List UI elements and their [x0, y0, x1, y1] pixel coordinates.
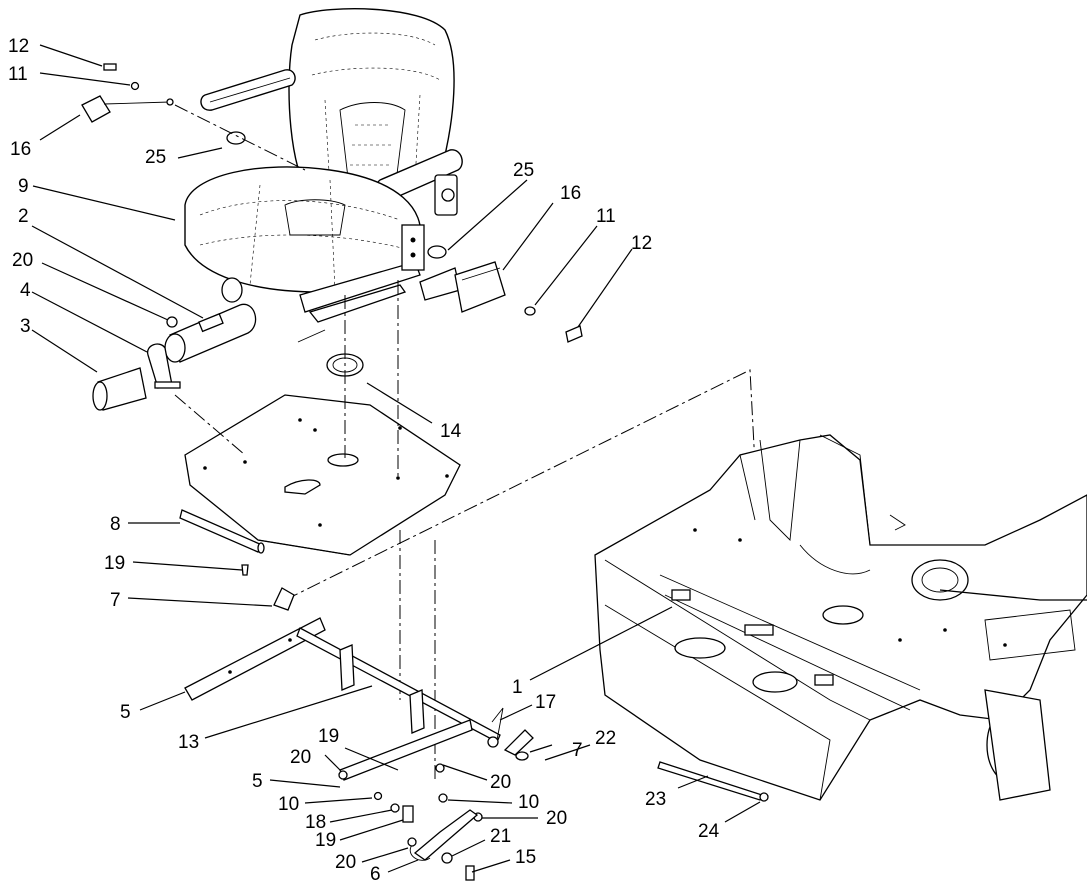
callout-19: 19 — [104, 553, 125, 574]
callout-7: 7 — [110, 590, 121, 611]
callout-21: 21 — [490, 826, 511, 847]
cup-holder-assembly — [92, 303, 257, 411]
callout-19: 19 — [318, 726, 339, 747]
callout-4: 4 — [20, 280, 31, 301]
callout-labels: 12 11 16 25 9 2 20 4 3 25 16 11 12 14 8 … — [8, 36, 720, 885]
seat — [184, 8, 463, 343]
callout-11: 11 — [8, 64, 28, 85]
callout-15: 15 — [515, 847, 536, 868]
callout-20: 20 — [335, 852, 356, 873]
callout-5: 5 — [120, 702, 131, 723]
linkage — [184, 587, 769, 881]
callout-16: 16 — [10, 139, 31, 160]
callout-11: 11 — [596, 206, 616, 227]
frame — [594, 434, 1087, 801]
callout-13: 13 — [178, 732, 199, 753]
callout-16: 16 — [560, 183, 581, 204]
callout-8: 8 — [110, 514, 121, 535]
seat-belt-left — [81, 63, 306, 171]
callout-1: 1 — [512, 677, 523, 698]
callout-25: 25 — [513, 160, 534, 181]
callout-10: 10 — [278, 794, 299, 815]
callout-20: 20 — [12, 250, 33, 271]
callout-12: 12 — [8, 36, 29, 57]
callout-18: 18 — [305, 812, 326, 833]
callout-2: 2 — [18, 206, 29, 227]
callout-24: 24 — [698, 821, 720, 842]
callout-22: 22 — [595, 728, 616, 749]
callout-12: 12 — [631, 233, 652, 254]
callout-20: 20 — [490, 772, 511, 793]
callout-7: 7 — [572, 740, 583, 761]
leader-lines — [31, 44, 761, 873]
seat-belt-right — [419, 245, 583, 343]
callout-5: 5 — [252, 771, 263, 792]
callout-9: 9 — [18, 176, 29, 197]
callout-25: 25 — [145, 147, 166, 168]
callout-6: 6 — [370, 864, 381, 885]
callout-14: 14 — [440, 421, 462, 442]
seat-plate — [184, 394, 461, 556]
callout-10: 10 — [518, 792, 539, 813]
callout-20: 20 — [290, 747, 311, 768]
callout-3: 3 — [20, 316, 31, 337]
rod — [179, 509, 265, 576]
callout-23: 23 — [645, 789, 666, 810]
callout-17: 17 — [535, 692, 556, 713]
callout-19: 19 — [315, 830, 336, 851]
callout-20: 20 — [546, 808, 567, 829]
